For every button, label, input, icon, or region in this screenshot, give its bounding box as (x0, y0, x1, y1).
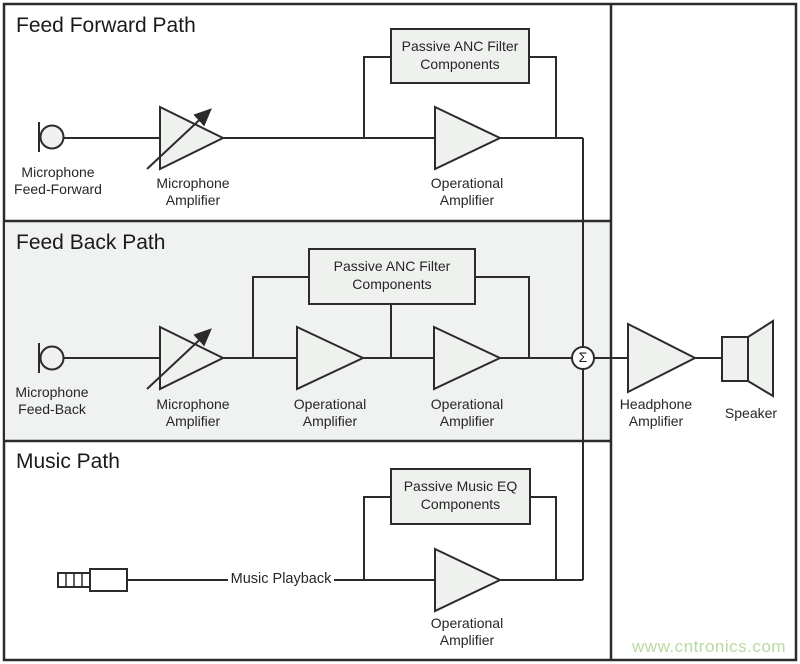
microphone-amplifier-ff-label: Microphone Amplifier (156, 175, 230, 208)
microphone-feed-back-label: Microphone Feed-Back (15, 384, 89, 417)
microphone-feed-forward-label: Microphone Feed-Forward (14, 164, 102, 197)
wire (475, 276, 530, 358)
passive-anc-filter-box-ff (390, 28, 530, 84)
operational-amplifier-music-label: Operational Amplifier (430, 615, 504, 648)
feed-forward-path-title: Feed Forward Path (16, 14, 196, 37)
passive-anc-filter-fb-label: Passive ANC Filter Components (333, 258, 451, 292)
operational-amplifier-fb1-label: Operational Amplifier (293, 396, 367, 429)
wire (363, 56, 391, 138)
passive-anc-filter-ff-label: Passive ANC Filter Components (401, 38, 519, 72)
op-amp-music-icon (434, 547, 503, 613)
operational-amplifier-fb2-label: Operational Amplifier (430, 396, 504, 429)
mic-amplifier-fb-icon (159, 325, 226, 391)
microphone-fb-icon (39, 345, 65, 371)
mic-amplifier-ff-icon (159, 105, 226, 171)
op-amp-fb2-icon (433, 325, 503, 391)
op-amp-fb1-icon (296, 325, 366, 391)
wire (252, 276, 309, 358)
wire (530, 496, 557, 580)
wire (529, 56, 557, 138)
speaker-label: Speaker (724, 405, 778, 421)
headphone-amplifier-label: Headphone Amplifier (619, 396, 693, 429)
op-amp-ff-icon (434, 105, 503, 171)
audio-jack-icon (89, 568, 128, 592)
feed-back-path-title: Feed Back Path (16, 231, 166, 254)
operational-amplifier-ff-label: Operational Amplifier (430, 175, 504, 208)
headphone-amplifier-icon (627, 322, 698, 394)
watermark-text: www.cntronics.com (632, 637, 786, 656)
speaker-icon (747, 319, 774, 398)
passive-music-eq-label: Passive Music EQ Components (403, 478, 518, 512)
variable-gain-arrow-icon (146, 328, 212, 390)
summing-node-symbol: Σ (578, 349, 588, 365)
microphone-ff-icon (39, 124, 65, 150)
microphone-amplifier-fb-label: Microphone Amplifier (156, 396, 230, 429)
speaker-icon (721, 336, 749, 382)
music-path-title: Music Path (16, 450, 120, 473)
music-playback-label: Music Playback (230, 571, 332, 587)
wire (363, 496, 391, 580)
variable-gain-arrow-icon (146, 108, 212, 170)
